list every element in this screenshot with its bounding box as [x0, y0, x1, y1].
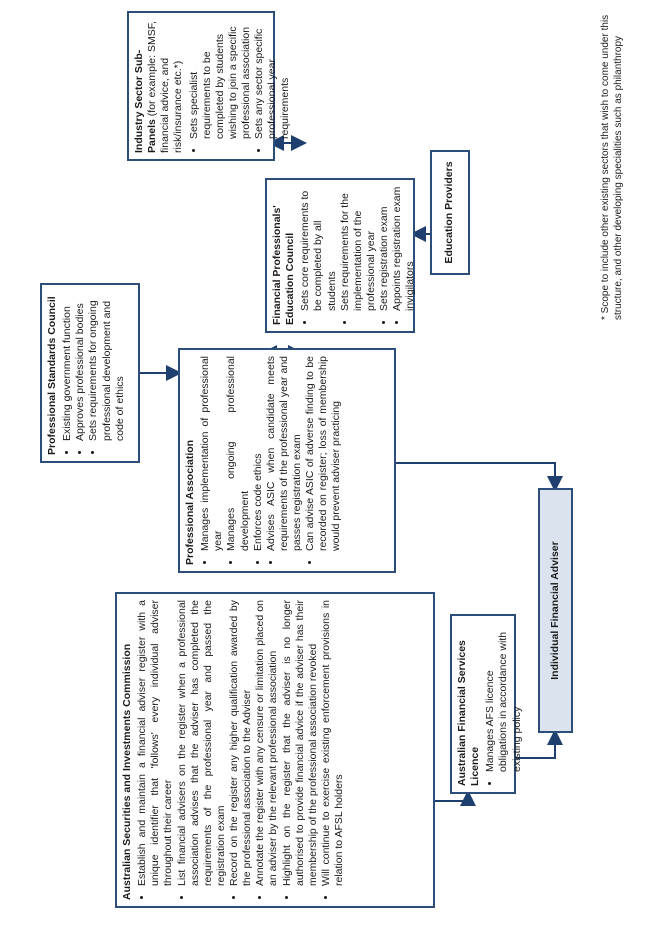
pa-item: Manages implementation of professional y… [199, 356, 225, 551]
edu-title: Education Providers [443, 161, 456, 264]
asic-list: Establish and maintain a financial advis… [136, 600, 346, 900]
asic-item: Establish and maintain a financial advis… [136, 600, 175, 886]
pa-item: Advises ASIC when candidate meets requir… [265, 356, 304, 551]
pa-item: Can advise ASIC of adverse finding to be… [304, 356, 343, 551]
fpec-item: Appoints registration exam invigilators [391, 186, 417, 311]
industry-sub-panels-box: Industry Sector Sub-Panels (for example:… [127, 11, 291, 161]
footnote-text: * Scope to include other existing sector… [600, 14, 624, 320]
psc-title: Professional Standards Council [46, 296, 58, 455]
isp-list: Sets specialist requirements to be compl… [188, 19, 293, 153]
fpec-item: Sets registration exam [378, 186, 391, 311]
afsl-title: Australian Financial Services Licence [456, 640, 482, 786]
pa-item: Enforces code ethics [252, 356, 265, 551]
pa-list: Manages implementation of professional y… [199, 356, 343, 565]
ifa-title: Individual Financial Adviser [548, 541, 561, 680]
asic-box: Australian Securities and Investments Co… [115, 592, 435, 908]
footnote: * Scope to include other existing sector… [600, 10, 625, 320]
arrow-pa-ifa [396, 462, 563, 492]
pa-item: Manages ongoing professional development [225, 356, 251, 551]
psc-item: Sets requirements for ongoing profession… [87, 291, 126, 441]
fpec-list: Sets core requirements to be completed b… [299, 186, 417, 325]
fpec-item: Sets core requirements to be completed b… [299, 186, 338, 311]
asic-item: Will continue to exercise existing enfor… [320, 600, 346, 886]
individual-adviser-box: Individual Financial Adviser [538, 488, 573, 733]
isp-title: Industry Sector Sub-Panels (for example:… [133, 19, 186, 153]
arrow-asic-afsl [433, 790, 476, 806]
psc-item: Approves professional bodies [74, 291, 87, 441]
fpec-item: Sets requirements for the implementation… [339, 186, 378, 311]
asic-item: Annotate the register with any censure o… [254, 600, 280, 886]
isp-item: Sets specialist requirements to be compl… [188, 19, 254, 139]
asic-item: Highlight on the register that the advis… [281, 600, 320, 886]
asic-item: Record on the register any higher qualif… [228, 600, 254, 886]
psc-box: Professional Standards Council Existing … [40, 283, 140, 463]
afsl-list: Manages AFS licence obligations in accor… [484, 622, 523, 786]
arrow-afsl-ifa [516, 729, 563, 759]
fpec-title: Financial Professionals' Education Counc… [271, 205, 297, 325]
professional-association-box: Professional Association Manages impleme… [178, 348, 396, 573]
afsl-box: Australian Financial Services Licence Ma… [450, 614, 523, 794]
fpec-box: Financial Professionals' Education Counc… [265, 178, 417, 333]
pa-title: Professional Association [184, 439, 196, 565]
psc-item: Existing government function [61, 291, 74, 441]
asic-item: List financial advisers on the register … [176, 600, 229, 886]
afsl-item: Manages AFS licence obligations in accor… [484, 622, 523, 772]
psc-list: Existing government function Approves pr… [61, 291, 127, 455]
asic-title: Australian Securities and Investments Co… [121, 643, 133, 900]
isp-item: Sets any sector specific professional ye… [253, 19, 292, 139]
education-providers-box: Education Providers [430, 150, 470, 275]
